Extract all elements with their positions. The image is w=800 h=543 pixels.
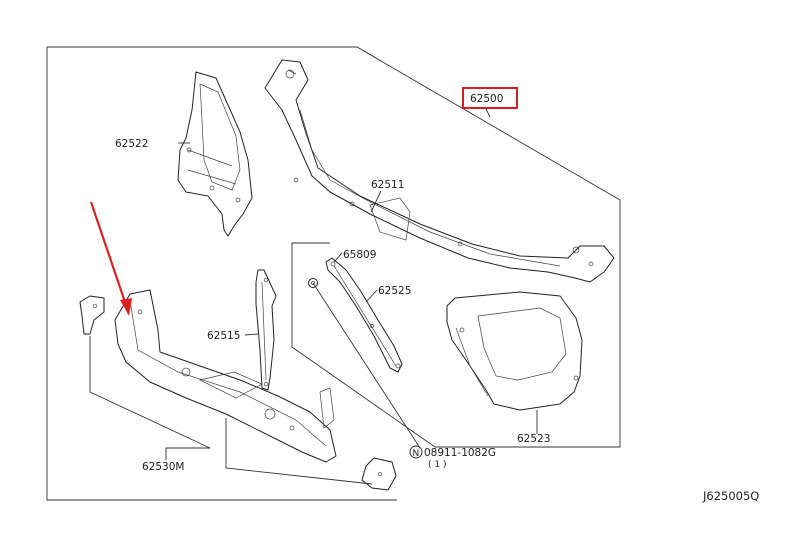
label-62515: 62515 (207, 330, 240, 342)
part-62522 (177, 71, 253, 237)
bracket-left (79, 295, 105, 335)
bolt-08911 (308, 278, 421, 449)
part-62515 (255, 269, 277, 391)
label-62500: 62500 (470, 93, 503, 105)
leader-lines (89, 106, 538, 485)
bolt-symbol: N (413, 449, 420, 459)
part-62530M (114, 289, 337, 463)
label-bolt-qty: ( 1 ) (428, 460, 446, 470)
bolt-symbol-circle (409, 445, 423, 459)
label-62523: 62523 (517, 433, 550, 445)
assembly-label-highlight (462, 87, 518, 109)
part-labels: 62500 62522 62511 65809 62525 62515 6253… (115, 87, 759, 503)
bracket-right (361, 457, 397, 491)
drawing-id: J625005Q (702, 489, 759, 503)
label-62525: 62525 (378, 285, 411, 297)
assembly-frame (46, 46, 621, 501)
pointer-arrow (89, 201, 132, 316)
part-62511 (264, 59, 615, 283)
part-62525 (325, 257, 403, 373)
label-62522: 62522 (115, 138, 148, 150)
stay-group-frame (291, 242, 436, 448)
label-62511: 62511 (371, 179, 404, 191)
label-bolt-code: 08911-1082G (424, 447, 496, 459)
part-62523 (446, 291, 583, 411)
label-62530M: 62530M (142, 461, 184, 473)
label-65809: 65809 (343, 249, 376, 261)
